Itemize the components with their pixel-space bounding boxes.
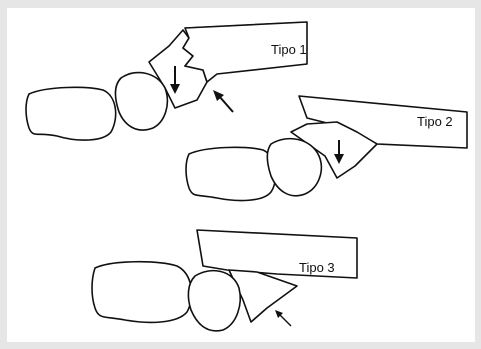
carpal-bone-2b: [267, 139, 321, 196]
illustration-panel: Tipo 1 Tipo 2 Tipo 3: [7, 8, 475, 342]
arrow-icon: [213, 90, 233, 112]
label-tipo-3: Tipo 3: [299, 260, 335, 275]
label-tipo-1: Tipo 1: [271, 42, 307, 57]
fracture-type-2: [186, 96, 467, 200]
carpal-bone-1b: [116, 73, 168, 130]
fracture-type-3: [92, 230, 357, 331]
carpal-bone-3a: [92, 262, 192, 323]
carpal-bone-2a: [186, 147, 276, 200]
arrow-icon: [275, 310, 291, 326]
label-tipo-2: Tipo 2: [417, 114, 453, 129]
carpal-bone-1a: [26, 87, 116, 140]
carpal-bone-3b: [188, 271, 240, 331]
fracture-diagram: [7, 8, 475, 342]
fracture-type-1: [26, 22, 307, 140]
